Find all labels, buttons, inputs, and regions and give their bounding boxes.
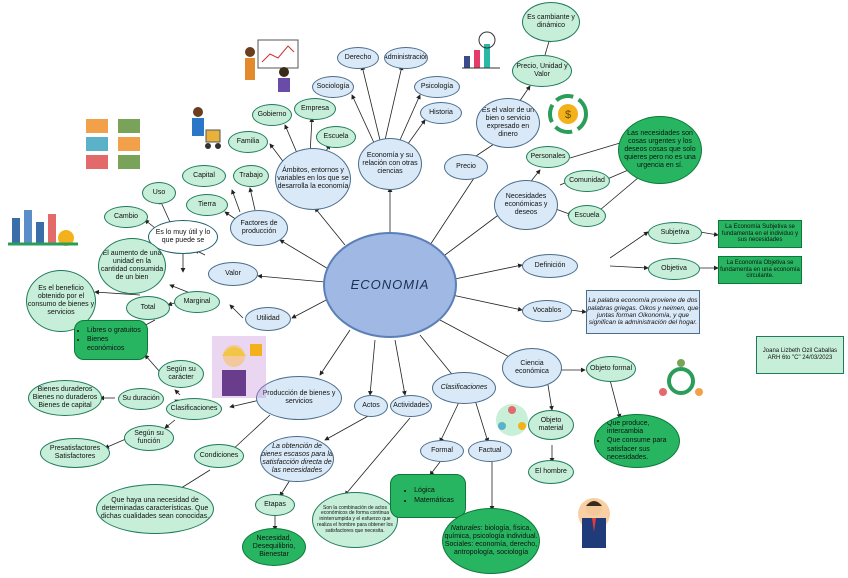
clasificaciones-main-node: Clasificaciones bbox=[432, 372, 496, 404]
sociologia-node: Sociología bbox=[312, 76, 354, 98]
cambio-node: Cambio bbox=[104, 206, 148, 228]
definicion-node: Definición bbox=[522, 254, 578, 278]
necesidades-node: Necesidades económicas y deseos bbox=[494, 180, 558, 230]
comunidad-node: Comunidad bbox=[564, 170, 610, 192]
etapas-list-node: Necesidad, Desequilibrio, Bienestar bbox=[242, 528, 306, 566]
relacion-node: Economía y su relación con otras ciencia… bbox=[358, 138, 422, 190]
psicologia-node: Psicología bbox=[414, 76, 460, 98]
factores-node: Factores de producción bbox=[230, 210, 288, 246]
actos-node: Actos bbox=[354, 395, 388, 417]
historia-node: Historia bbox=[420, 102, 462, 124]
personales-node: Personales bbox=[526, 146, 570, 168]
beneficio-node: El aumento de una unidad en la cantidad … bbox=[98, 238, 166, 294]
clasificaciones-left-node: Clasificaciones bbox=[166, 398, 222, 420]
logica-item: Lógica bbox=[414, 487, 454, 495]
administracion-node: Administración bbox=[384, 47, 428, 69]
objetiva-def-node: La Economía Objetiva se fundamenta en un… bbox=[718, 256, 802, 284]
familia-node: Familia bbox=[228, 131, 268, 153]
money-cycle-icon: $ bbox=[548, 94, 588, 134]
people-cycle-icon bbox=[496, 404, 528, 436]
valor-node: Valor bbox=[208, 262, 258, 286]
escuela-ambito-node: Escuela bbox=[316, 126, 356, 148]
economicos-item: Bienes económicos bbox=[87, 336, 147, 352]
presatisfactores-node: Presatisfactores Satisfactores bbox=[40, 438, 110, 468]
presentation-icon bbox=[245, 39, 299, 92]
empresa-node: Empresa bbox=[294, 98, 336, 120]
formal-list-node: LógicaMatemáticas bbox=[390, 474, 466, 518]
duraderos-node: Bienes duraderos Bienes no duraderos Bie… bbox=[28, 380, 102, 416]
trabajo-node: Trabajo bbox=[233, 165, 269, 187]
growth-chart-icon bbox=[462, 31, 500, 69]
valor-def-node: Es lo muy útil y lo que puede se bbox=[148, 220, 218, 254]
produccion-node: Producción de bienes y servicios bbox=[256, 376, 342, 420]
derecho-node: Derecho bbox=[337, 47, 379, 69]
vocablos-node: Vocablos bbox=[522, 300, 572, 322]
marginal-node: Marginal bbox=[174, 291, 220, 313]
condiciones-node: Condiciones bbox=[194, 444, 244, 468]
escuela-nec-node: Escuela bbox=[568, 205, 606, 227]
factual-def-node: Naturales: biología, física, química, ps… bbox=[442, 508, 540, 574]
matematicas-item: Matemáticas bbox=[414, 497, 454, 505]
subjetiva-node: Subjetiva bbox=[648, 222, 702, 244]
precio-node: Precio bbox=[444, 154, 488, 180]
actividades-node: Actividades bbox=[390, 395, 432, 417]
combinacion-node: Son la combinación de actos económicos d… bbox=[312, 492, 398, 548]
businesswoman-icon bbox=[212, 336, 266, 398]
gobierno-node: Gobierno bbox=[252, 104, 292, 126]
segun-caracter-node: Según su carácter bbox=[158, 360, 204, 388]
libres-node: Libres o gratuitosBienes económicos bbox=[74, 320, 148, 360]
svg-text:$: $ bbox=[565, 109, 571, 121]
consume-item: Que consume para satisfacer sus necesida… bbox=[607, 437, 679, 461]
precio-def-node: Es el valor de un bien o servicio expres… bbox=[476, 98, 540, 148]
utilidad-node: Utilidad bbox=[245, 307, 291, 331]
ambitos-node: Ámbitos, entornos y variables en los que… bbox=[275, 148, 351, 210]
total-node: Total bbox=[126, 296, 170, 320]
factual-def-text: : biología, física, química, psicología … bbox=[444, 524, 538, 557]
factual-node: Factual bbox=[468, 440, 512, 462]
ciencia-node: Ciencia económica bbox=[502, 348, 562, 388]
recycle-icon bbox=[659, 359, 703, 396]
center-node: ECONOMIA bbox=[323, 232, 457, 338]
naturales-label: Naturales bbox=[450, 524, 481, 532]
author-box: Joana Lizbeth Ozil Caballas ARH 6to "C" … bbox=[756, 336, 844, 374]
uso-node: Uso bbox=[142, 182, 176, 204]
libres-item: Libres o gratuitos bbox=[87, 327, 147, 335]
el-hombre-node: El hombre bbox=[528, 460, 574, 484]
formal-node: Formal bbox=[420, 440, 464, 462]
objetiva-node: Objetiva bbox=[648, 258, 700, 280]
city-money-icon bbox=[8, 210, 78, 246]
segun-funcion-node: Según su función bbox=[124, 425, 174, 451]
precio-unidad-node: Precio, Unidad y Valor bbox=[512, 55, 572, 87]
necesidades-def-node: Las necesidades son cosas urgentes y los… bbox=[618, 116, 702, 184]
tierra-node: Tierra bbox=[186, 194, 228, 216]
objeto-formal-def-node: Que produce, intercambiaQue consume para… bbox=[594, 414, 680, 468]
shopping-icon bbox=[192, 107, 221, 149]
dinamico-node: Es cambiante y dinámico bbox=[522, 2, 580, 42]
obtencion-node: La obtención de bienes escasos para la s… bbox=[260, 436, 334, 482]
duracion-node: Su duración bbox=[118, 388, 164, 410]
objeto-material-node: Objeto material bbox=[528, 410, 574, 440]
capital-node: Capital bbox=[182, 165, 226, 187]
condiciones-def-node: Que haya una necesidad de determinadas c… bbox=[96, 484, 214, 534]
vocablos-def-node: La palabra economía proviene de dos pala… bbox=[586, 290, 700, 334]
money-hands-icon bbox=[86, 119, 140, 169]
businessman-icon bbox=[578, 498, 610, 548]
objeto-formal-node: Objeto formal bbox=[586, 356, 636, 382]
produce-item: Que produce, intercambia bbox=[607, 420, 679, 436]
etapas-node: Etapas bbox=[255, 494, 295, 516]
subjetiva-def-node: La Economía Subjetiva se fundamenta en e… bbox=[718, 220, 802, 248]
